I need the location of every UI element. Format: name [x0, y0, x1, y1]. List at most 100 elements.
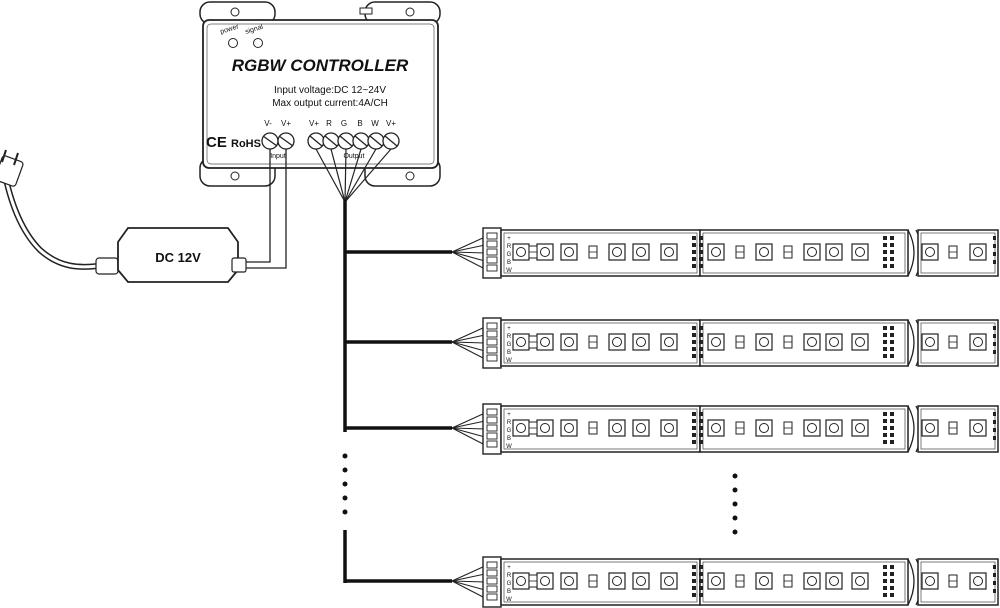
- solder-pad: [699, 586, 703, 590]
- solder-pad: [890, 333, 894, 337]
- input-group-label: Input: [270, 153, 286, 160]
- solder-pad: [890, 264, 894, 268]
- solder-pad: [883, 586, 887, 590]
- strip-pin-label: +: [507, 236, 511, 242]
- solder-pad: [890, 250, 894, 254]
- solder-pad: [692, 264, 696, 268]
- strip-pin-label: W: [506, 268, 512, 274]
- solder-pad: [993, 342, 996, 346]
- solder-pad: [890, 347, 894, 351]
- output-wires: [315, 148, 392, 203]
- strip-pin-label: G: [507, 342, 512, 348]
- solder-pad: [699, 264, 703, 268]
- solder-pad: [692, 433, 696, 437]
- signal-led-icon: [253, 38, 263, 48]
- power-led-icon: [228, 38, 238, 48]
- strip-pin-label: +: [507, 565, 511, 571]
- solder-pad: [883, 243, 887, 247]
- solder-pad: [993, 350, 996, 354]
- led-strip: +RGBW: [451, 227, 999, 279]
- continuation-dots: [342, 453, 738, 535]
- solder-pad: [699, 440, 703, 444]
- solder-pad: [890, 426, 894, 430]
- solder-pad: [890, 326, 894, 330]
- output-terminal-label: W: [371, 119, 379, 128]
- solder-pad: [692, 426, 696, 430]
- solder-pad: [883, 347, 887, 351]
- solder-pad: [993, 326, 996, 330]
- rohs-mark: RoHS: [231, 138, 261, 150]
- output-terminal-label: V+: [386, 119, 396, 128]
- solder-pad: [993, 244, 996, 248]
- led-strip: +RGBW: [451, 556, 999, 608]
- solder-pad: [993, 252, 996, 256]
- strip-pin-label: R: [507, 420, 512, 426]
- solder-pad: [692, 572, 696, 576]
- strip-pin-label: G: [507, 581, 512, 587]
- strip-pin-label: G: [507, 428, 512, 434]
- solder-pad: [883, 419, 887, 423]
- solder-pad: [993, 420, 996, 424]
- strip-pin-label: B: [507, 350, 511, 356]
- solder-pad: [699, 326, 703, 330]
- solder-pad: [692, 333, 696, 337]
- psu-label: DC 12V: [155, 250, 201, 265]
- solder-pad: [699, 340, 703, 344]
- solder-pad: [890, 236, 894, 240]
- solder-pad: [699, 412, 703, 416]
- controller-body: [202, 19, 439, 169]
- solder-pad: [692, 243, 696, 247]
- strip-pin-label: W: [506, 358, 512, 364]
- rgbw-controller: power signal RGBW CONTROLLER Input volta…: [199, 1, 441, 187]
- solder-pad: [699, 565, 703, 569]
- output-terminal-label: B: [357, 119, 362, 128]
- solder-pad: [890, 572, 894, 576]
- solder-pad: [890, 579, 894, 583]
- solder-pad: [993, 589, 996, 593]
- solder-pad: [883, 572, 887, 576]
- solder-pad: [699, 426, 703, 430]
- solder-pad: [883, 354, 887, 358]
- solder-pad: [890, 340, 894, 344]
- output-terminal-label: G: [341, 119, 347, 128]
- solder-pad: [883, 326, 887, 330]
- strip-pin-label: +: [507, 326, 511, 332]
- solder-pad: [692, 236, 696, 240]
- solder-pad: [883, 333, 887, 337]
- solder-pad: [890, 412, 894, 416]
- solder-pad: [883, 250, 887, 254]
- solder-pad: [890, 257, 894, 261]
- solder-pad: [699, 347, 703, 351]
- strip-pin-label: R: [507, 573, 512, 579]
- strip-pin-label: B: [507, 260, 511, 266]
- solder-pad: [692, 354, 696, 358]
- solder-pad: [699, 257, 703, 261]
- solder-pad: [699, 593, 703, 597]
- output-terminal-label: V+: [309, 119, 319, 128]
- solder-pad: [883, 565, 887, 569]
- input-terminal-label: V+: [281, 119, 291, 128]
- solder-pad: [993, 236, 996, 240]
- solder-pad: [883, 236, 887, 240]
- solder-pad: [699, 354, 703, 358]
- solder-pad: [890, 419, 894, 423]
- solder-pad: [692, 565, 696, 569]
- solder-pad: [699, 236, 703, 240]
- solder-pad: [699, 243, 703, 247]
- solder-pad: [699, 572, 703, 576]
- solder-pad: [692, 257, 696, 261]
- power-supply: DC 12V: [0, 149, 247, 283]
- solder-pad: [993, 436, 996, 440]
- controller-title: RGBW CONTROLLER: [232, 56, 409, 75]
- solder-pad: [699, 579, 703, 583]
- solder-pad: [692, 579, 696, 583]
- solder-pad: [699, 250, 703, 254]
- solder-pad: [890, 565, 894, 569]
- strip-pin-label: R: [507, 334, 512, 340]
- solder-pad: [699, 419, 703, 423]
- solder-pad: [883, 440, 887, 444]
- trunk-cable: [343, 200, 452, 583]
- solder-pad: [692, 593, 696, 597]
- solder-pad: [890, 433, 894, 437]
